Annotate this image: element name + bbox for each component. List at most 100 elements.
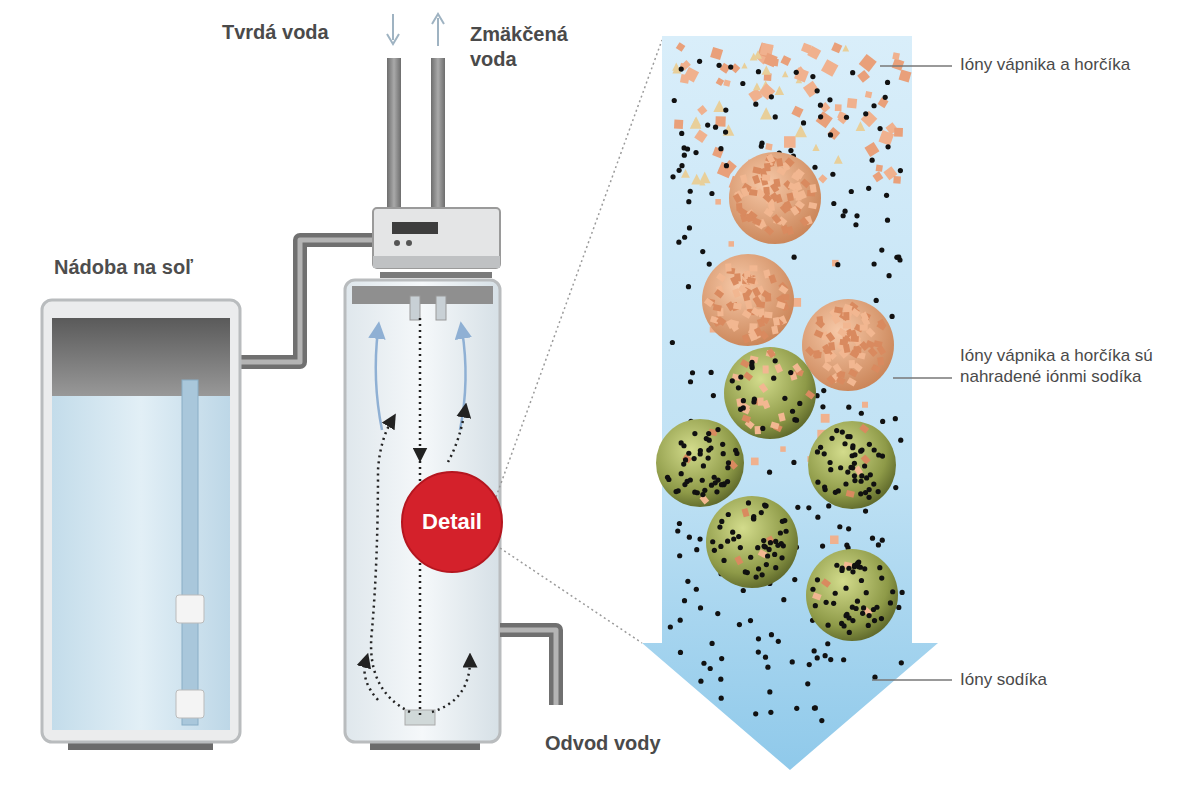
sodium-ion [872, 675, 877, 680]
sodium-ion [792, 255, 797, 260]
bound-sodium [765, 553, 770, 558]
bound-ion [730, 319, 739, 327]
bound-sodium [783, 529, 788, 534]
sodium-ion [801, 120, 806, 125]
bound-sodium [848, 465, 853, 470]
calcium-ion [892, 58, 905, 71]
bound-sodium [763, 503, 768, 508]
bound-ion [747, 277, 756, 285]
sodium-ion [715, 611, 720, 616]
bound-sodium [700, 478, 705, 483]
bound-sodium [760, 572, 765, 577]
sodium-ion [815, 88, 820, 93]
sodium-ion [709, 641, 714, 646]
sodium-ion [841, 657, 846, 662]
bound-ion [766, 348, 775, 358]
leader-lines [872, 66, 952, 680]
calcium-ion [857, 70, 870, 83]
sodium-ion [885, 218, 890, 223]
bound-ion [776, 158, 783, 167]
sodium-ion [880, 538, 885, 543]
bound-sodium [815, 577, 820, 582]
sodium-ion [795, 505, 800, 510]
sodium-ion [807, 662, 812, 667]
sodium-ion [737, 622, 742, 627]
sodium-ion [893, 416, 898, 421]
flow-arrows [387, 14, 444, 46]
sodium-ion [819, 718, 824, 723]
bound-sodium [692, 431, 697, 436]
sodium-ion [776, 639, 781, 644]
bound-ion [821, 578, 831, 588]
sodium-ion [826, 503, 831, 508]
bound-ion [734, 273, 741, 281]
bound-ion [714, 289, 724, 299]
bound-ion [733, 193, 742, 203]
bound-sodium [788, 370, 793, 375]
bound-ion [822, 344, 831, 354]
bound-sodium [710, 539, 715, 544]
sodium-ion [812, 705, 817, 710]
bound-ion [746, 213, 754, 222]
sodium-ion [688, 189, 693, 194]
sodium-ion [792, 577, 797, 582]
bound-sodium [738, 374, 743, 379]
bound-sodium [725, 465, 730, 470]
bound-ion [860, 311, 869, 321]
sodium-ion [698, 605, 703, 610]
bound-sodium [725, 539, 730, 544]
magnesium-ion [795, 125, 807, 137]
bound-sodium [679, 440, 684, 445]
bound-ion [847, 377, 857, 386]
calcium-ion [876, 164, 883, 171]
calcium-ion [818, 174, 827, 183]
bound-sodium [834, 563, 839, 568]
sodium-ion [876, 542, 881, 547]
bound-sodium [779, 541, 784, 546]
bound-sodium [717, 525, 722, 530]
sodium-ion [708, 666, 713, 671]
sodium-ion [693, 150, 698, 155]
sodium-ion [700, 249, 705, 254]
bound-ion [770, 192, 780, 202]
resin-bead [808, 421, 896, 509]
bound-sodium [861, 605, 866, 610]
sodium-ion [831, 201, 836, 206]
calcium-ion [861, 111, 878, 128]
sodium-ion [877, 126, 882, 131]
calcium-ion [694, 130, 707, 143]
sodium-ion [874, 298, 879, 303]
sodium-ion [884, 193, 889, 198]
ion-callout: Ióny vápnika a horčíka [960, 54, 1135, 75]
bound-ion [740, 359, 750, 368]
sodium-ion [825, 641, 830, 646]
calcium-ion [780, 446, 785, 451]
sodium-ion [763, 655, 768, 660]
bound-sodium [834, 428, 839, 433]
sodium-ion [769, 632, 774, 637]
bound-sodium [859, 578, 864, 583]
calcium-ion [862, 402, 868, 408]
bound-sodium [706, 456, 711, 461]
magnesium-ion [690, 117, 702, 129]
sodium-ion [718, 146, 723, 151]
magnesium-ion [691, 174, 702, 185]
calcium-ion [716, 77, 725, 86]
sodium-ion [697, 59, 702, 64]
sodium-ion [815, 655, 820, 660]
bound-sodium [867, 442, 872, 447]
bound-sodium [721, 558, 726, 563]
resin-bead [802, 299, 894, 391]
bound-sodium [856, 559, 861, 564]
sodium-ion [767, 689, 772, 694]
bound-ion [757, 397, 763, 405]
node-heading: Nádoba na soľ [54, 256, 245, 279]
calcium-ion [763, 53, 777, 67]
bound-ion [771, 326, 778, 335]
bound-ion [843, 344, 850, 353]
resin-bead [729, 152, 821, 244]
drain-label: Odvod vody [545, 731, 725, 756]
bound-ion [833, 363, 842, 373]
bound-sodium [759, 510, 764, 515]
